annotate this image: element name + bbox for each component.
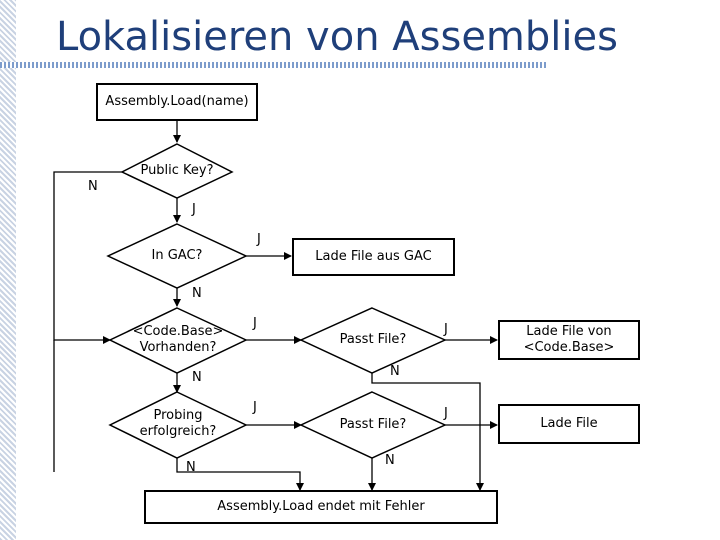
- decision-probing-label: Probing erfolgreich?: [110, 408, 246, 439]
- process-end-error-label: Assembly.Load endet mit Fehler: [217, 499, 425, 515]
- title-underline: [0, 62, 548, 68]
- process-lade-codebase-line1: Lade File von: [526, 324, 612, 340]
- edge-label-probing-no: N: [186, 460, 196, 475]
- process-end-error: Assembly.Load endet mit Fehler: [144, 490, 498, 524]
- decision-passt-file-1: [299, 307, 447, 374]
- edge-passt1-no: [371, 373, 484, 491]
- process-lade-gac: Lade File aus GAC: [292, 238, 455, 276]
- decision-codebase-line2: Vorhanden?: [139, 339, 217, 355]
- edge-label-passt2-yes: J: [444, 406, 448, 421]
- edge-label-cb-yes: J: [253, 316, 257, 331]
- edge-label-passt1-yes: J: [444, 322, 448, 337]
- edge-label-gac-yes: J: [257, 232, 261, 247]
- decision-passt-file-2: [299, 391, 447, 459]
- page-title: Lokalisieren von Assemblies: [56, 14, 618, 60]
- decision-public-key-label: Public Key?: [140, 163, 214, 178]
- decision-codebase: [108, 307, 248, 374]
- process-lade-file: Lade File: [498, 404, 640, 444]
- decision-codebase-label: <Code.Base> Vorhanden?: [110, 324, 246, 355]
- decorative-sidebar: [0, 0, 16, 540]
- decision-in-gac: [106, 223, 248, 289]
- decision-probing-line2: erfolgreich?: [139, 423, 217, 439]
- process-lade-file-label: Lade File: [540, 416, 598, 432]
- process-lade-codebase-line2: <Code.Base>: [523, 340, 615, 355]
- edge-label-pk-no: N: [88, 179, 98, 194]
- process-assembly-load: Assembly.Load(name): [96, 83, 258, 121]
- process-lade-gac-label: Lade File aus GAC: [315, 249, 432, 265]
- edge-label-passt1-no: N: [390, 364, 400, 379]
- decision-codebase-line1: <Code.Base>: [132, 324, 224, 339]
- edge-probing-no: [176, 458, 304, 491]
- decision-public-key: [120, 143, 234, 199]
- edge-pk-no: [53, 171, 122, 344]
- edge-label-probing-yes: J: [253, 400, 257, 415]
- edge-label-passt2-no: N: [385, 453, 395, 468]
- decision-passt-file-2-label: Passt File?: [339, 417, 407, 432]
- decision-passt-file-1-label: Passt File?: [339, 332, 407, 347]
- edge-label-pk-yes: J: [192, 202, 196, 217]
- edge-label-cb-no: N: [192, 370, 202, 385]
- decision-probing: [108, 391, 248, 459]
- process-assembly-load-label: Assembly.Load(name): [105, 94, 249, 110]
- decision-probing-line1: Probing: [153, 408, 203, 423]
- process-lade-codebase: Lade File von <Code.Base>: [498, 320, 640, 360]
- edge-label-gac-no: N: [192, 286, 202, 301]
- decision-in-gac-label: In GAC?: [151, 248, 203, 263]
